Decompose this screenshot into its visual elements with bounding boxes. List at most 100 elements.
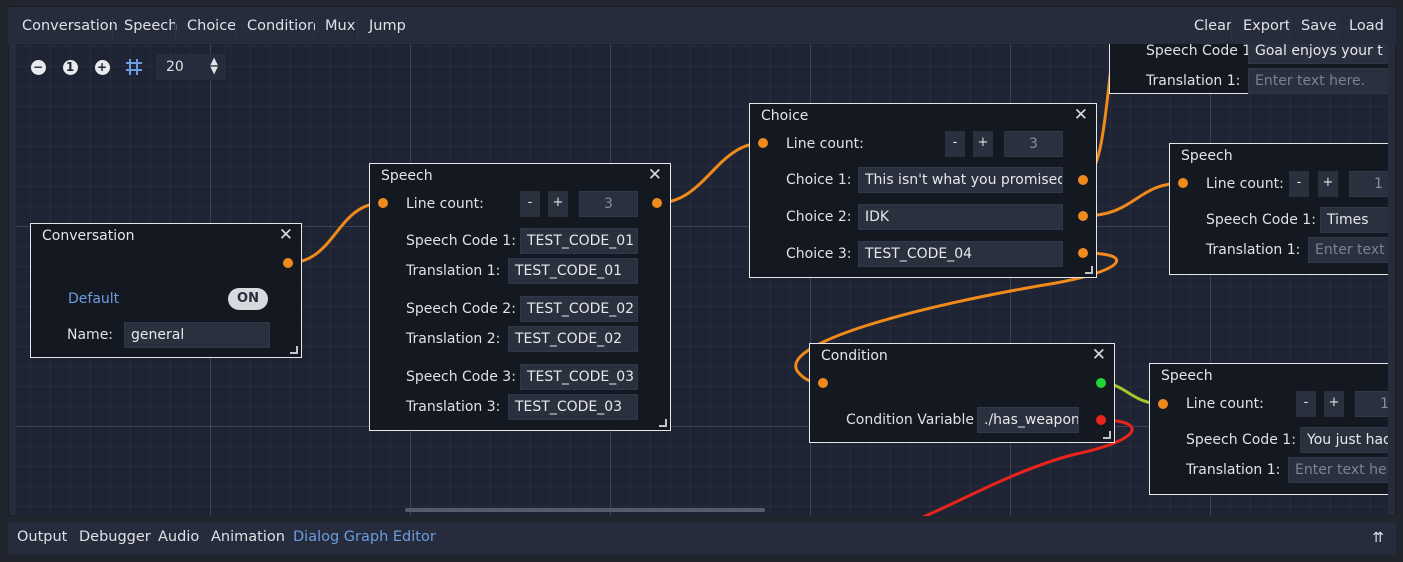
condition-node[interactable]: Condition ✕ Condition Variable ./has_wea… [809, 343, 1115, 443]
close-icon[interactable]: ✕ [1073, 105, 1088, 125]
line-count-field[interactable]: 3 [1004, 131, 1063, 157]
resize-handle[interactable] [659, 419, 667, 427]
speech-input-port[interactable] [1178, 178, 1188, 188]
speech-code-label: Speech Code 1: [406, 233, 516, 249]
choice-3-output-port[interactable] [1078, 248, 1088, 258]
condition-input-port[interactable] [818, 378, 828, 388]
line-count-minus-button[interactable]: - [1296, 391, 1316, 417]
snap-distance-value: 20 [166, 59, 184, 75]
line-count-plus-button[interactable]: + [973, 131, 993, 157]
speech-node[interactable]: Speech ✕ Line count: - + 3 Speech Code 1… [369, 163, 671, 431]
tab-dialog-graph-editor[interactable]: Dialog Graph Editor [293, 529, 436, 545]
default-label: Default [68, 291, 120, 307]
toolbar-separator [235, 17, 236, 39]
wire-conversation-speech [287, 201, 384, 265]
choice-1-output-port[interactable] [1078, 175, 1088, 185]
resize-handle[interactable] [1085, 266, 1093, 274]
translation-field[interactable]: TEST_CODE_02 [508, 326, 638, 352]
load-button[interactable]: Load [1349, 18, 1384, 34]
zoom-out-icon: − [30, 59, 46, 75]
snap-distance-spinbox[interactable]: 20 ▲▼ [156, 54, 226, 80]
line-count-plus-button[interactable]: + [1318, 171, 1338, 197]
speech-input-port[interactable] [1158, 399, 1168, 409]
choice-node[interactable]: Choice ✕ Line count: - + 3 Choice 1: Thi… [749, 103, 1097, 278]
speech-node[interactable]: Speech Line count: - + 1 Speech Code 1: … [1169, 143, 1388, 275]
tab-audio[interactable]: Audio [158, 529, 200, 545]
zoom-reset-button[interactable]: 1 [58, 55, 82, 79]
save-button[interactable]: Save [1301, 18, 1337, 34]
condition-variable-field[interactable]: ./has_weapon [977, 407, 1079, 433]
add-mux-button[interactable]: Mux [325, 18, 356, 34]
speech-output-port[interactable] [652, 198, 662, 208]
line-count-minus-button[interactable]: - [945, 131, 965, 157]
line-count-plus-button[interactable]: + [1324, 391, 1344, 417]
choice-field[interactable]: IDK [858, 204, 1063, 230]
resize-handle[interactable] [290, 346, 298, 354]
horizontal-scrollbar[interactable] [405, 508, 765, 512]
translation-label: Translation 1: [1146, 73, 1241, 89]
add-jump-button[interactable]: Jump [369, 18, 406, 34]
bottom-panel-tabs: Output Debugger Audio Animation Dialog G… [8, 522, 1396, 554]
line-count-label: Line count: [786, 136, 864, 152]
conversation-node[interactable]: Conversation ✕ Default ON Name: general [30, 223, 302, 358]
add-choice-button[interactable]: Choice [187, 18, 237, 34]
tab-debugger[interactable]: Debugger [79, 529, 151, 545]
translation-field[interactable]: Enter text here. [1248, 68, 1388, 94]
condition-false-port[interactable] [1096, 415, 1106, 425]
line-count-minus-button[interactable]: - [520, 191, 540, 217]
wire-choice2-speech2 [1082, 181, 1184, 218]
speech-code-field[interactable]: TEST_CODE_03 [520, 364, 638, 390]
dialog-graph-canvas[interactable]: − 1 + 20 ▲▼ Conversation ✕ Default ON Na… [16, 44, 1388, 516]
spin-arrows-icon[interactable]: ▲▼ [210, 56, 218, 76]
resize-handle[interactable] [1103, 431, 1111, 439]
choice-2-output-port[interactable] [1078, 211, 1088, 221]
translation-label: Translation 1: [1186, 462, 1281, 478]
line-count-field[interactable]: 1 [1349, 171, 1388, 197]
speech-code-field[interactable]: TEST_CODE_02 [520, 296, 638, 322]
translation-field[interactable]: Enter text h [1308, 237, 1388, 263]
speech-code-field[interactable]: Goal enjoys your t [1248, 44, 1388, 64]
condition-true-port[interactable] [1096, 378, 1106, 388]
speech-node[interactable]: Speech Line count: - + 1 Speech Code 1: … [1149, 363, 1388, 495]
speech-code-field[interactable]: You just had [1300, 427, 1388, 453]
tab-output[interactable]: Output [17, 529, 68, 545]
export-button[interactable]: Export [1243, 18, 1291, 34]
graph-toolbar: Conversation Speech Choice Condition Mux… [8, 8, 1396, 44]
snap-toggle-button[interactable] [122, 55, 146, 79]
name-field[interactable]: general [124, 322, 270, 348]
tab-animation[interactable]: Animation [211, 529, 285, 545]
choice-input-port[interactable] [758, 138, 768, 148]
toolbar-separator [112, 17, 113, 39]
add-speech-button[interactable]: Speech [124, 18, 178, 34]
translation-field[interactable]: TEST_CODE_03 [508, 394, 638, 420]
close-icon[interactable]: ✕ [647, 165, 662, 185]
node-title: Speech [1161, 368, 1213, 384]
zoom-in-button[interactable]: + [90, 55, 114, 79]
clear-button[interactable]: Clear [1194, 18, 1232, 34]
speech-code-field[interactable]: Times [1320, 207, 1388, 233]
choice-field[interactable]: TEST_CODE_04 [858, 241, 1063, 267]
speech-code-label: Speech Code 1: [1206, 212, 1316, 228]
node-title: Choice [761, 108, 809, 124]
add-condition-button[interactable]: Condition [247, 18, 317, 34]
zoom-out-button[interactable]: − [26, 55, 50, 79]
default-toggle[interactable]: ON [228, 288, 268, 310]
speech-code-label: Speech Code 2: [406, 301, 516, 317]
conversation-output-port[interactable] [283, 258, 293, 268]
node-title: Speech [1181, 148, 1233, 164]
add-conversation-button[interactable]: Conversation [22, 18, 118, 34]
line-count-field[interactable]: 1 [1355, 391, 1388, 417]
expand-panel-icon[interactable]: ⇈ [1372, 530, 1384, 546]
node-title: Speech [381, 168, 433, 184]
translation-field[interactable]: TEST_CODE_01 [508, 258, 638, 284]
line-count-plus-button[interactable]: + [548, 191, 568, 217]
speech-input-port[interactable] [378, 198, 388, 208]
speech-code-field[interactable]: TEST_CODE_01 [520, 228, 638, 254]
speech-node-partial[interactable]: Speech Code 1: Goal enjoys your t Transl… [1109, 44, 1388, 94]
close-icon[interactable]: ✕ [278, 225, 293, 245]
line-count-field[interactable]: 3 [579, 191, 638, 217]
line-count-minus-button[interactable]: - [1289, 171, 1309, 197]
close-icon[interactable]: ✕ [1091, 345, 1106, 365]
translation-field[interactable]: Enter text here [1288, 457, 1388, 483]
choice-field[interactable]: This isn't what you promised! [858, 167, 1063, 193]
